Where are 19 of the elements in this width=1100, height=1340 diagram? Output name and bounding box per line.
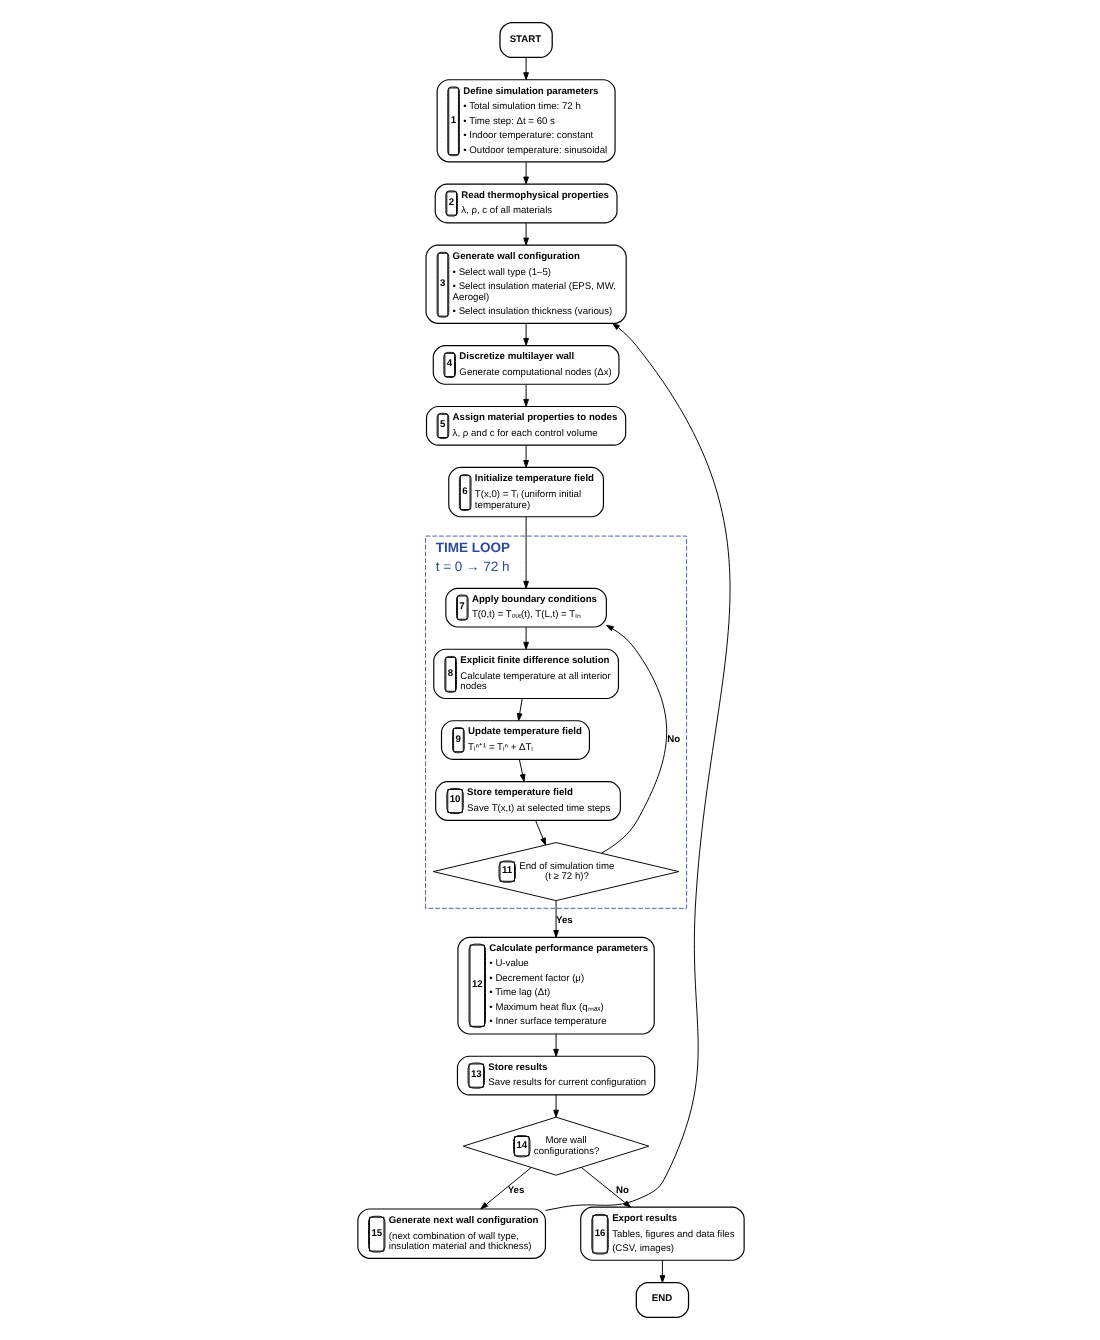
arrow	[522, 323, 528, 346]
arrow	[534, 819, 546, 846]
arrow	[658, 1259, 665, 1283]
arrow	[552, 1094, 558, 1118]
arrow	[579, 1166, 631, 1208]
arrow	[552, 1033, 558, 1057]
arrow	[522, 516, 528, 589]
arrow	[522, 161, 528, 185]
arrow	[522, 444, 528, 468]
arrow	[479, 1167, 531, 1210]
arrow	[517, 759, 525, 782]
arrow	[522, 384, 528, 407]
arrow	[600, 624, 667, 854]
arrow	[544, 322, 730, 1211]
arrow	[552, 900, 558, 938]
arrow	[522, 57, 528, 80]
arrow	[515, 698, 522, 721]
arrow	[522, 222, 528, 246]
arrow	[522, 626, 528, 650]
